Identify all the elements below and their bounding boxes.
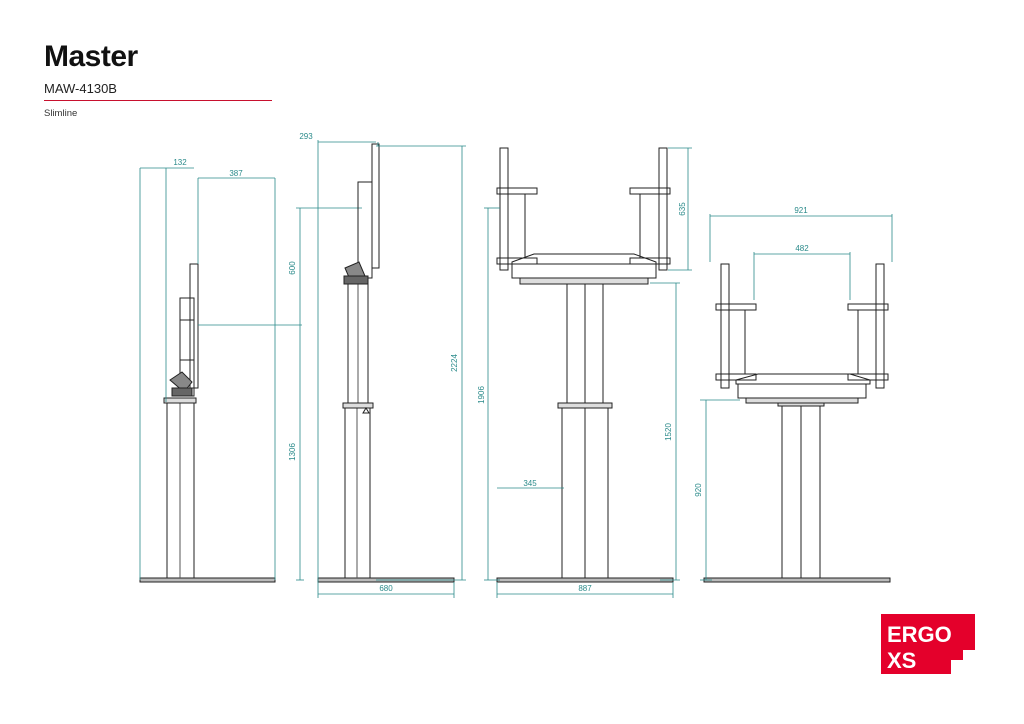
dim-label: 345	[523, 479, 537, 488]
front-view-retracted	[703, 263, 891, 583]
dim-label: 680	[379, 584, 393, 593]
side-view-retracted	[139, 263, 276, 583]
side-view-extended-labels: 293 2224 680	[299, 132, 459, 593]
dim-label: 635	[678, 202, 687, 216]
dim-label: 1306	[288, 443, 297, 461]
side-view-extended-dimensions	[317, 140, 466, 598]
model-number: MAW-4130B	[44, 81, 117, 96]
logo-text-line1: ERGO	[887, 622, 952, 647]
title-divider	[44, 100, 272, 101]
side-view-extended	[317, 143, 455, 583]
dim-label: 293	[299, 132, 313, 141]
ergoxs-logo: ERGO XS	[881, 614, 975, 674]
page-title: Master	[44, 40, 138, 73]
dim-label: 600	[288, 261, 297, 275]
side-view-retracted-labels: 132 387 600 1306	[173, 158, 297, 461]
front-view-retracted-dimensions	[700, 214, 893, 581]
side-view-retracted-dimensions	[139, 167, 362, 581]
front-view-retracted-labels: 921 482 920	[694, 206, 809, 497]
logo-text-line2: XS	[887, 648, 916, 673]
front-view-extended-dimensions	[484, 147, 692, 598]
dim-label: 482	[795, 244, 809, 253]
front-view-extended-labels: 635 1906 1520 345 887	[477, 202, 687, 593]
dim-label: 1520	[664, 423, 673, 441]
dim-label: 887	[578, 584, 592, 593]
dim-label: 921	[794, 206, 808, 215]
dim-label: 1906	[477, 386, 486, 404]
dim-label: 920	[694, 483, 703, 497]
dim-label: 132	[173, 158, 187, 167]
dim-label: 387	[229, 169, 243, 178]
dim-label: 2224	[450, 354, 459, 372]
front-view-extended	[496, 147, 674, 583]
product-line: Slimline	[44, 108, 78, 119]
